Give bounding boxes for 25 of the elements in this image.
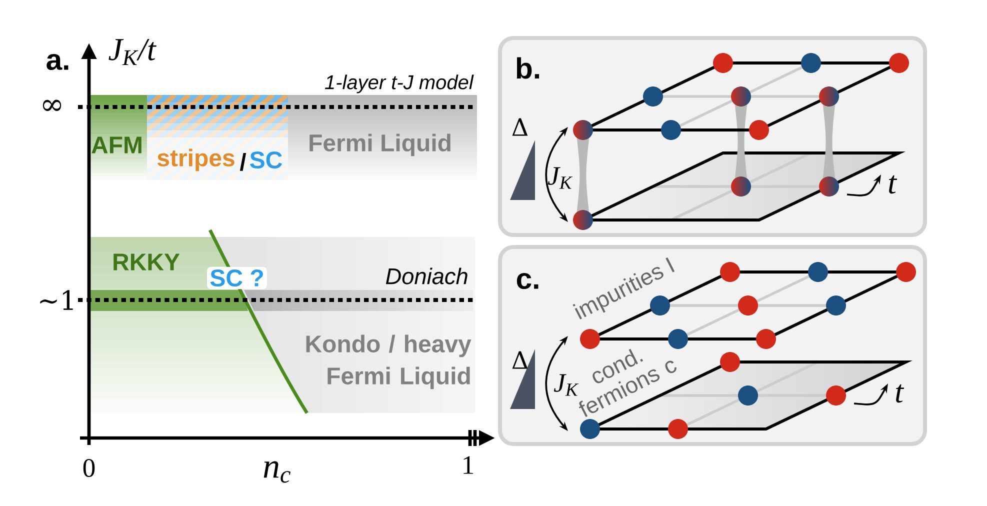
hopping-label: t [896, 384, 904, 403]
line-label: Doniach [386, 268, 468, 284]
axis-label: J$_{K}$/t [108, 38, 156, 66]
tick-label: ∞ [42, 100, 62, 112]
panel-label: b. [516, 57, 540, 79]
phase-label: SC [250, 152, 282, 168]
gap-label: Δ [512, 351, 528, 369]
phase-label: AFM [92, 136, 142, 154]
coupling-label: J$_{K}$ [548, 167, 573, 189]
line-label: 1-layer t-J model [325, 74, 474, 94]
axis-label: n$_{c}$ [264, 461, 290, 483]
phase-label: Kondo / heavy Fermi Liquid [306, 334, 472, 390]
separator: / [240, 153, 246, 171]
phase-label: Fermi Liquid [310, 134, 450, 156]
tick-label: 0 [83, 459, 95, 477]
coupling-label: J$_{K}$ [554, 374, 579, 396]
phase-label: RKKY [114, 254, 180, 270]
panel-label: a. [46, 54, 68, 70]
hopping-label: t [888, 175, 898, 194]
panel-label: c. [516, 272, 538, 290]
tick-label: ∼1 [40, 290, 73, 310]
tick-label: 1 [464, 456, 474, 474]
phase-label: SC ? [207, 266, 267, 290]
gap-label: Δ [512, 118, 528, 136]
phase-label: stripes [158, 148, 234, 172]
